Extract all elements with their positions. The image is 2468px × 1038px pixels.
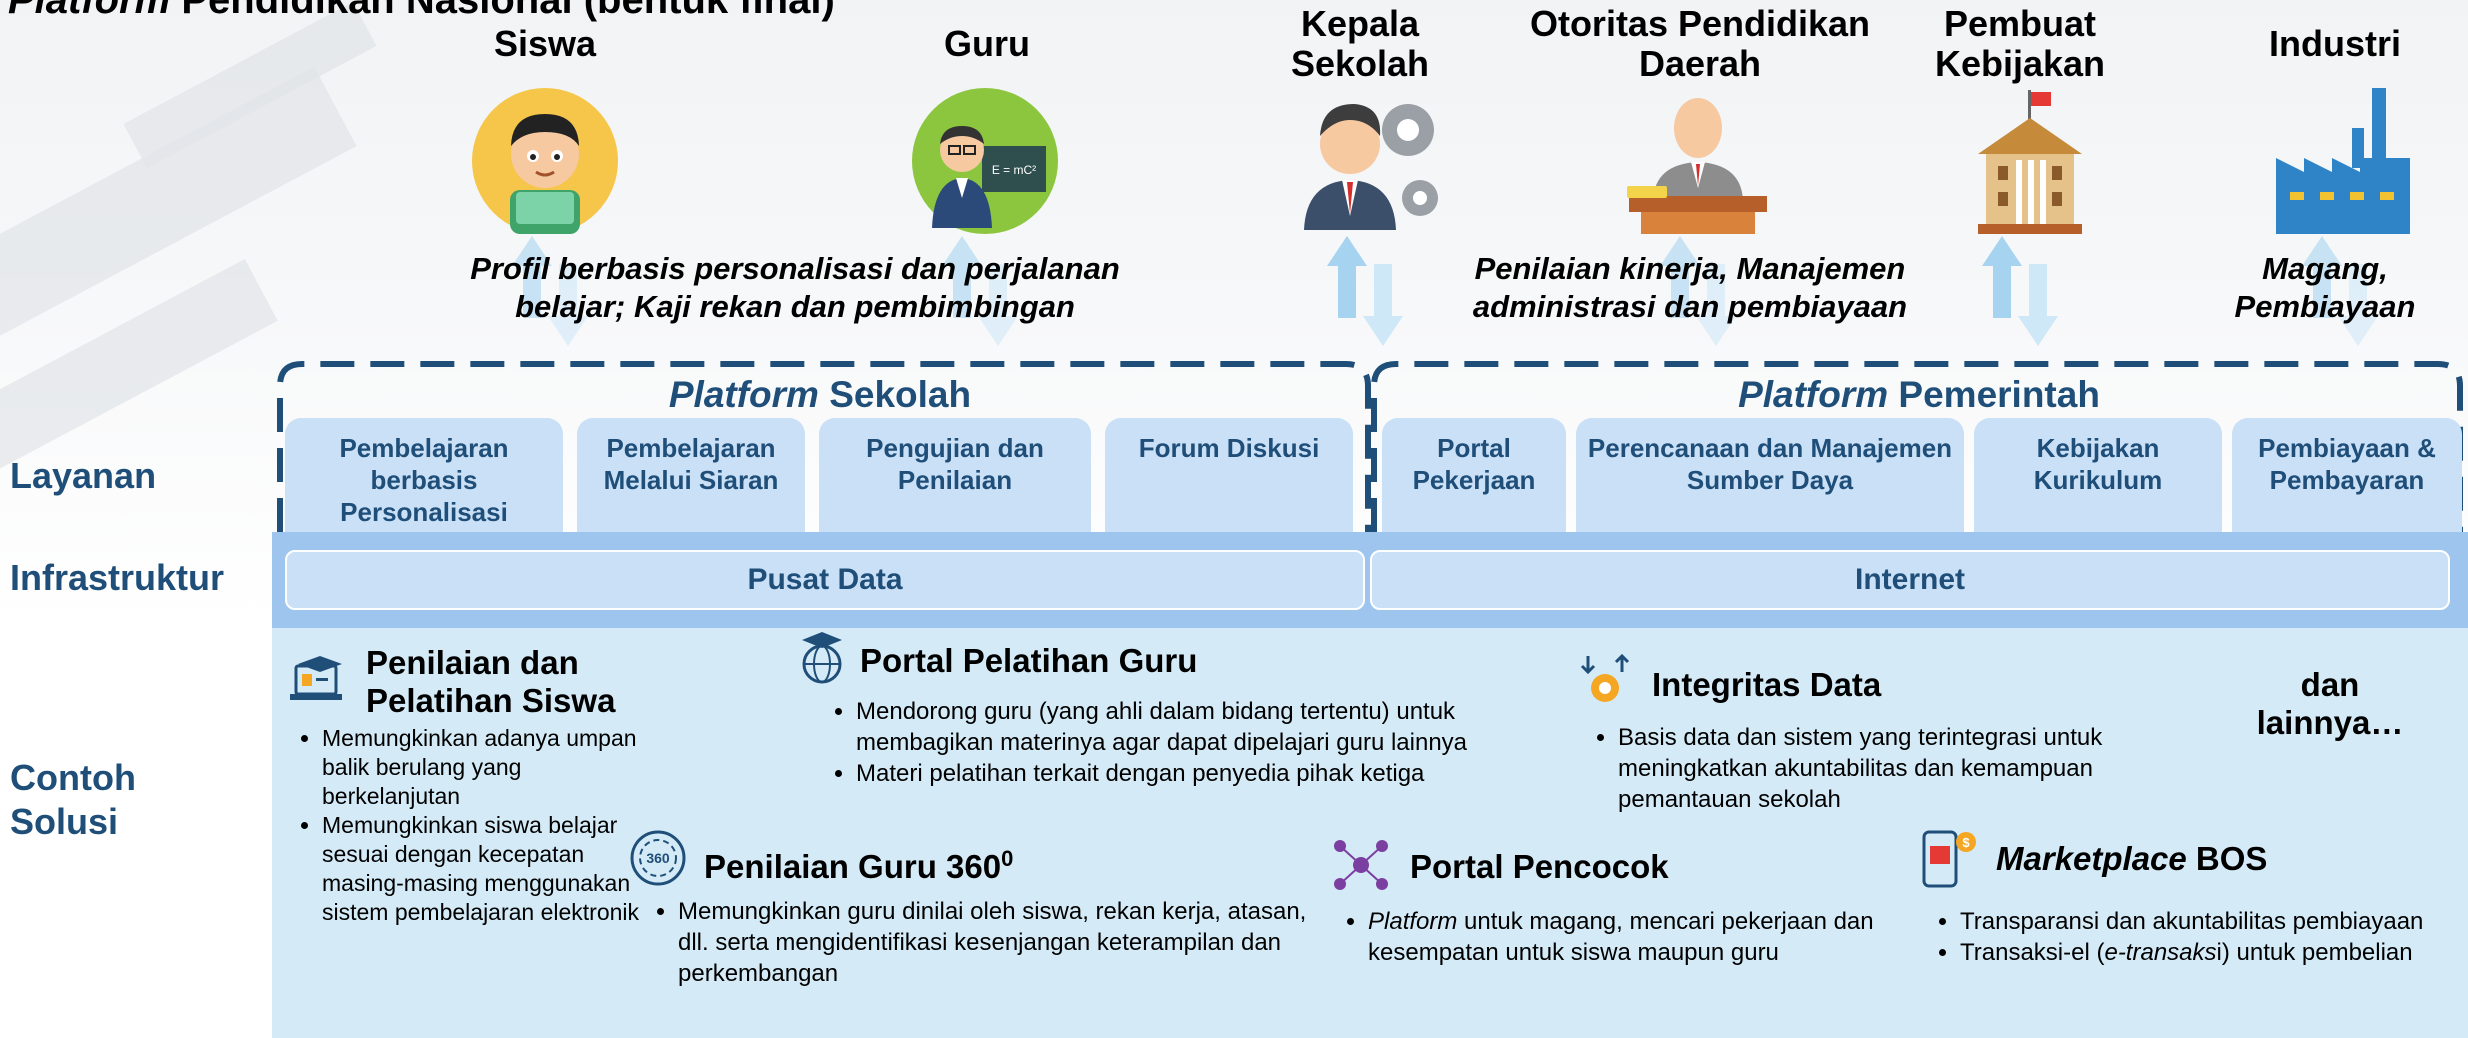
bullet-item: Memungkinkan siswa belajar sesuai dengan… — [322, 811, 642, 927]
student-icon — [472, 88, 618, 239]
laptop-graduation-icon — [290, 652, 350, 713]
row-label-layanan: Layanan — [10, 455, 157, 496]
benefit-industri: Magang, Pembiayaan — [2234, 251, 2416, 324]
service-pembelajaran-siaran: Pembelajaran Melalui Siaran — [577, 418, 805, 532]
benefit-siswa-guru: Profil berbasis personalisasi dan perjal… — [470, 251, 1120, 324]
solution-penilaian-guru-bullets: Memungkinkan guru dinilai oleh siswa, re… — [648, 896, 1328, 989]
row-label-infrastruktur: Infrastruktur — [10, 557, 225, 598]
solution-portal-pencocok-bullets: Platform untuk magang, mencari pekerjaan… — [1338, 906, 1928, 968]
stakeholder-label-pembuat-kebijakan: Pembuat Kebijakan — [1934, 3, 2106, 84]
service-pembiayaan-pembayaran: Pembiayaan & Pembayaran — [2232, 418, 2462, 532]
360-circle-icon: 360 — [630, 830, 686, 891]
solution-penilaian-siswa-title: Penilaian dan Pelatihan Siswa — [366, 644, 616, 719]
bidirectional-arrow-icon — [940, 236, 1020, 351]
bullet-item: Platform untuk magang, mencari pekerjaan… — [1368, 906, 1928, 968]
bullet-item: Memungkinkan adanya umpan balik berulang… — [322, 724, 642, 811]
stakeholder-label-kepala-sekolah: Kepala Sekolah — [1290, 3, 1430, 84]
bullet-item: Materi pelatihan terkait dengan penyedia… — [856, 758, 1596, 789]
bullet-item: Basis data dan sistem yang terintegrasi … — [1618, 722, 2218, 815]
government-building-icon — [1972, 88, 2088, 239]
bidirectional-arrow-icon — [1325, 236, 1405, 351]
solution-marketplace-bos-bullets: Transparansi dan akuntabilitas pembiayaa… — [1930, 906, 2468, 968]
solution-penilaian-siswa-bullets: Memungkinkan adanya umpan balik berulang… — [296, 724, 642, 927]
bidirectional-arrow-icon — [1658, 236, 1738, 351]
service-forum-diskusi: Forum Diskusi — [1105, 418, 1353, 532]
infra-pusat-data: Pusat Data — [285, 550, 1365, 610]
platform-sekolah-title: Platform Sekolah — [668, 374, 972, 415]
page-title: Platform Pendidikan Nasional (bentuk fin… — [8, 0, 835, 22]
teacher-icon: E = mC² — [912, 88, 1058, 239]
data-gear-icon — [1576, 652, 1634, 715]
service-portal-pekerjaan: Portal Pekerjaan — [1382, 418, 1566, 532]
platform-pemerintah-title: Platform Pemerintah — [1738, 374, 2100, 415]
svg-text:E = mC²: E = mC² — [992, 163, 1036, 177]
service-perencanaan-sdm: Perencanaan dan Manajemen Sumber Daya — [1576, 418, 1964, 532]
service-kebijakan-kurikulum: Kebijakan Kurikulum — [1974, 418, 2222, 532]
benefit-sekolah-pemerintah: Penilaian kinerja, Manajemen administras… — [1472, 251, 1908, 324]
service-pembelajaran-personalisasi: Pembelajaran berbasis Personalisasi — [285, 418, 563, 532]
bullet-item: Memungkinkan guru dinilai oleh siswa, re… — [678, 896, 1328, 989]
solution-penilaian-guru-title: Penilaian Guru 3600 — [704, 846, 1014, 885]
more-solutions-text: dan lainnya… — [2256, 666, 2404, 741]
service-pengujian-penilaian: Pengujian dan Penilaian — [819, 418, 1091, 532]
row-label-contoh-solusi: Contoh Solusi — [10, 757, 136, 842]
bullet-item: Mendorong guru (yang ahli dalam bidang t… — [856, 696, 1596, 758]
stakeholder-label-guru: Guru — [944, 23, 1030, 64]
bidirectional-arrow-icon — [510, 236, 590, 351]
solution-portal-pelatihan-bullets: Mendorong guru (yang ahli dalam bidang t… — [826, 696, 1596, 789]
bullet-item: Transaksi-el (e-transaksi) untuk pembeli… — [1960, 937, 2468, 968]
principal-icon — [1298, 90, 1448, 235]
stakeholder-label-industri: Industri — [2269, 23, 2401, 64]
solution-integritas-data-bullets: Basis data dan sistem yang terintegrasi … — [1588, 722, 2218, 815]
solution-portal-pelatihan-title: Portal Pelatihan Guru — [860, 642, 1198, 679]
solution-portal-pencocok-title: Portal Pencocok — [1410, 848, 1669, 885]
solutions-panel — [272, 628, 2468, 1038]
platform-frames — [277, 361, 2463, 532]
stakeholder-label-otoritas: Otoritas Pendidikan Daerah — [1529, 3, 1871, 84]
official-icon — [1625, 88, 1771, 239]
bidirectional-arrow-icon — [2300, 236, 2380, 351]
svg-text:360: 360 — [646, 850, 670, 866]
factory-icon — [2276, 88, 2410, 239]
globe-graduation-icon — [800, 632, 844, 689]
stakeholder-label-siswa: Siswa — [493, 23, 597, 64]
mobile-shop-icon: $ — [1920, 828, 1978, 895]
svg-text:$: $ — [1962, 835, 1970, 850]
solution-marketplace-bos-title: Marketplace BOS — [1996, 840, 2268, 877]
infra-internet: Internet — [1370, 550, 2450, 610]
bullet-item: Transparansi dan akuntabilitas pembiayaa… — [1960, 906, 2468, 937]
bidirectional-arrow-icon — [1980, 236, 2060, 351]
network-people-icon — [1330, 834, 1392, 901]
solution-integritas-data-title: Integritas Data — [1652, 666, 1882, 703]
